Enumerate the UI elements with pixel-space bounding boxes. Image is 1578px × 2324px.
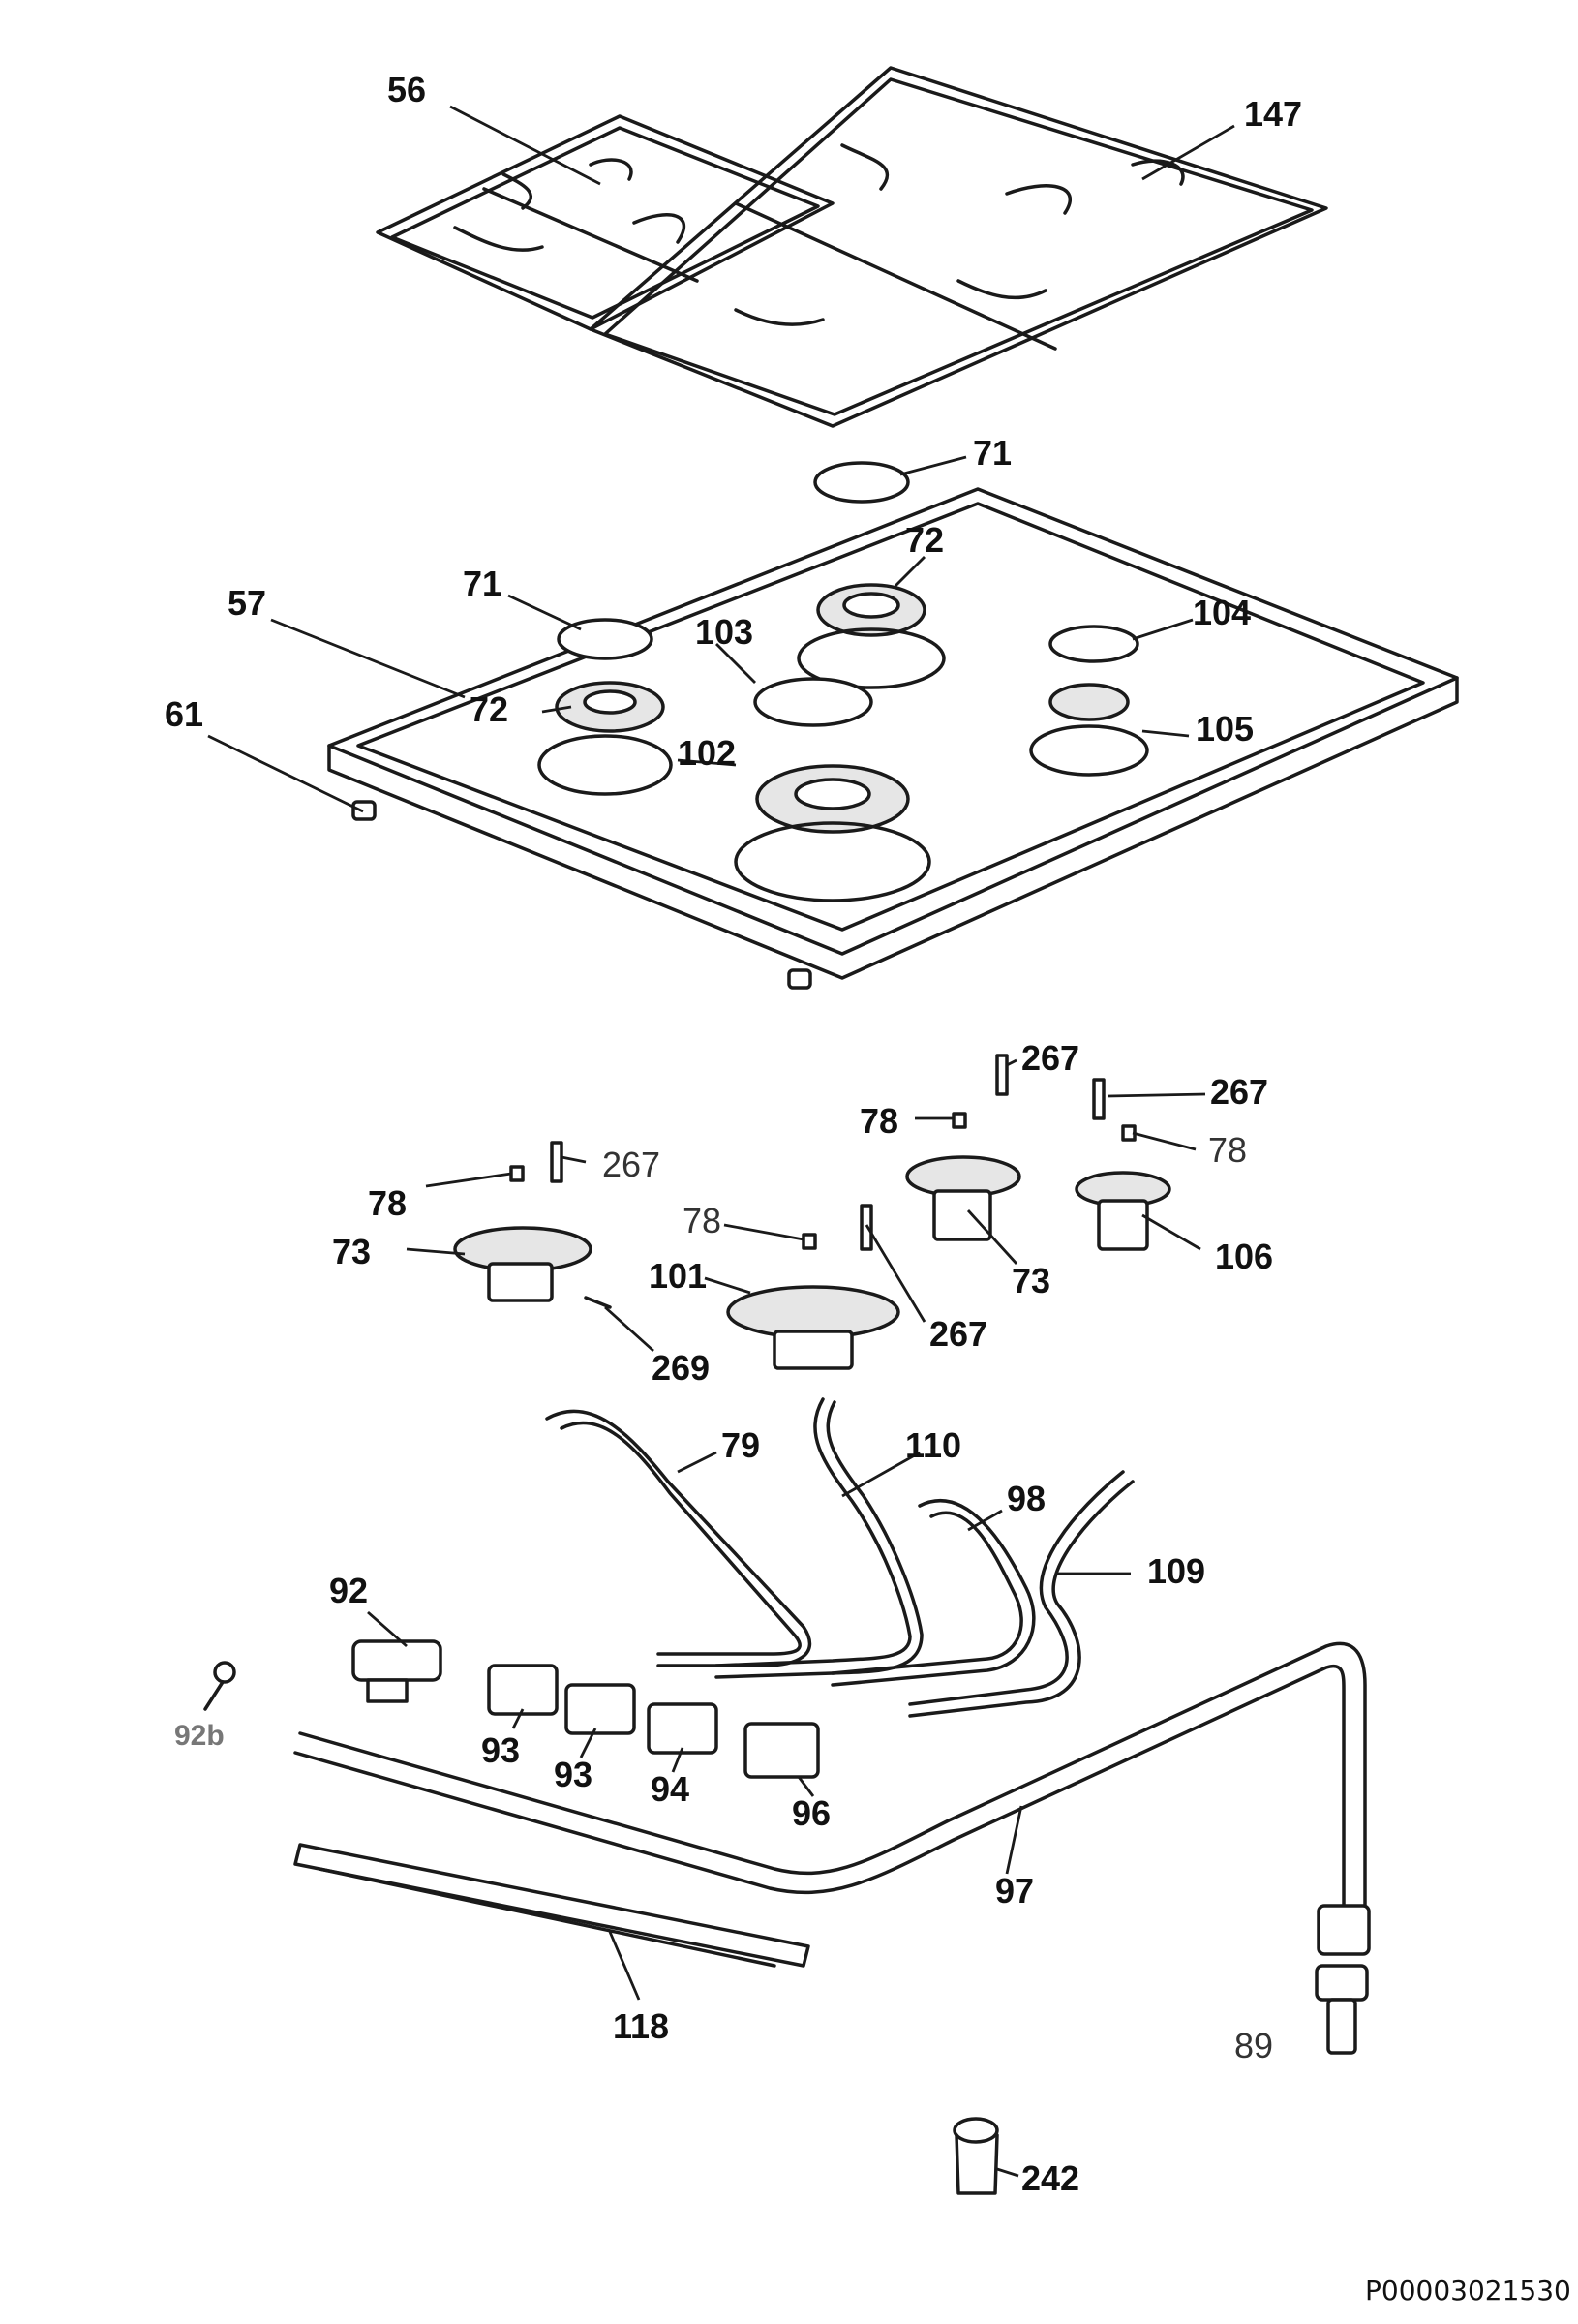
burner-cap-103 xyxy=(753,677,873,727)
label-93-a: 93 xyxy=(481,1730,520,1770)
pan-support-left xyxy=(376,114,835,331)
label-78-b: 78 xyxy=(1208,1130,1247,1170)
label-242: 242 xyxy=(1021,2158,1079,2198)
electrode-267-b xyxy=(1092,1078,1106,1120)
label-110: 110 xyxy=(905,1425,961,1465)
valve-93-b xyxy=(564,1683,636,1735)
part-labels: 56 147 71 71 72 57 103 104 72 61 102 105… xyxy=(165,70,1571,2307)
burner-102 xyxy=(734,764,931,902)
label-92: 92 xyxy=(329,1571,368,1610)
label-89: 89 xyxy=(1234,2026,1273,2065)
label-94: 94 xyxy=(651,1769,689,1809)
label-61: 61 xyxy=(165,694,203,734)
burner-body-73-right xyxy=(905,1155,1021,1241)
label-98: 98 xyxy=(1007,1479,1046,1518)
burner-72-front-left xyxy=(537,681,673,796)
seal-242 xyxy=(953,2117,999,2195)
drawing-code: P00003021530 xyxy=(1365,2275,1571,2307)
pipe-98 xyxy=(831,1498,1036,1687)
hose-connector-89 xyxy=(1315,1964,1369,2055)
label-96: 96 xyxy=(792,1793,831,1833)
label-73-right: 73 xyxy=(1012,1261,1050,1300)
label-118: 118 xyxy=(613,2006,669,2046)
label-147: 147 xyxy=(1244,94,1302,134)
label-93-b: 93 xyxy=(554,1755,592,1794)
injector-78-d xyxy=(802,1233,817,1250)
label-267-a: 267 xyxy=(1021,1038,1079,1078)
label-105: 105 xyxy=(1196,709,1254,749)
label-267-c: 267 xyxy=(602,1145,660,1184)
valve-93-a xyxy=(487,1664,559,1716)
label-103: 103 xyxy=(695,612,753,652)
burner-cap-71-top xyxy=(813,461,910,504)
electrode-267-c xyxy=(550,1141,563,1183)
injector-78-c xyxy=(509,1165,525,1182)
clip-61-front xyxy=(787,968,812,990)
knob-insert-92b xyxy=(203,1661,236,1711)
label-267-d: 267 xyxy=(929,1314,987,1354)
label-97: 97 xyxy=(995,1871,1034,1911)
burner-body-106 xyxy=(1075,1171,1171,1251)
label-78-a: 78 xyxy=(860,1101,898,1141)
label-106: 106 xyxy=(1215,1237,1273,1276)
burner-body-101 xyxy=(726,1285,900,1370)
burner-body-73-left xyxy=(453,1226,592,1302)
injector-78-a xyxy=(952,1112,967,1129)
label-57: 57 xyxy=(228,583,266,623)
label-101: 101 xyxy=(649,1256,707,1296)
label-92b: 92b xyxy=(174,1720,225,1752)
label-102: 102 xyxy=(678,733,736,773)
rail-118 xyxy=(293,1843,810,1968)
label-73-left: 73 xyxy=(332,1232,371,1271)
label-79: 79 xyxy=(721,1425,760,1465)
label-78-c: 78 xyxy=(368,1183,407,1223)
clip-61-left xyxy=(351,800,377,821)
burner-72-rear xyxy=(797,583,946,689)
label-109: 109 xyxy=(1147,1551,1205,1591)
label-78-d: 78 xyxy=(683,1201,721,1240)
label-71-left: 71 xyxy=(463,564,501,603)
label-104: 104 xyxy=(1193,593,1251,632)
burner-105 xyxy=(1029,683,1149,777)
burner-cap-71-left xyxy=(557,618,653,660)
valve-94 xyxy=(647,1702,718,1755)
label-269: 269 xyxy=(652,1348,710,1388)
leader-lines xyxy=(207,105,1235,2178)
burner-cap-104 xyxy=(1048,625,1139,663)
pipe-109 xyxy=(908,1470,1135,1718)
screw-269 xyxy=(584,1296,612,1309)
hob-top-panel xyxy=(327,487,1459,980)
valve-96 xyxy=(743,1722,820,1779)
manifold-97 xyxy=(293,1641,1371,1956)
label-71-top: 71 xyxy=(973,433,1012,473)
label-267-b: 267 xyxy=(1210,1072,1268,1112)
label-72-rear: 72 xyxy=(905,520,944,560)
valve-92 xyxy=(351,1639,442,1703)
electrode-267-a xyxy=(995,1054,1009,1096)
pipe-79 xyxy=(545,1409,812,1667)
pan-support-right xyxy=(589,66,1328,428)
label-72-left: 72 xyxy=(470,689,508,729)
label-56: 56 xyxy=(387,70,426,109)
